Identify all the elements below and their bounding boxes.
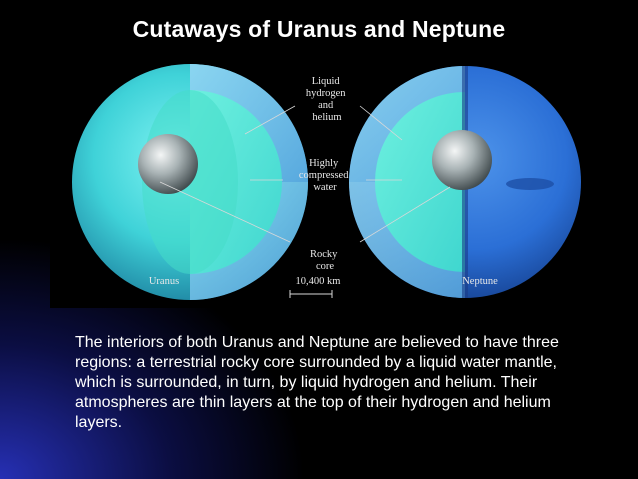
neptune-mantle <box>375 92 465 272</box>
leader-line-core-neptune <box>359 186 451 243</box>
scale-bar-label: 10,400 km <box>296 276 341 287</box>
label-line: and <box>318 100 334 111</box>
leader-line-hydrogen-neptune <box>359 105 403 141</box>
label-line: helium <box>312 112 341 123</box>
label-compressed-water: Highly compressed water <box>299 158 351 193</box>
cutaway-diagram: Liquid hydrogen and helium Highly compre… <box>72 64 581 300</box>
scale-bar <box>289 290 333 298</box>
label-line: Highly <box>309 158 339 169</box>
label-line: Rocky <box>310 249 338 260</box>
label-line: compressed <box>299 170 349 181</box>
label-liquid-hydrogen: Liquid hydrogen and helium <box>306 76 348 123</box>
label-line: Liquid <box>312 76 341 87</box>
caption-paragraph: The interiors of both Uranus and Neptune… <box>75 334 559 431</box>
neptune-core <box>432 130 492 190</box>
slide-title: Cutaways of Uranus and Neptune <box>132 16 506 42</box>
planet-name-neptune: Neptune <box>462 276 498 287</box>
planet-name-uranus: Uranus <box>149 276 179 287</box>
callout-lines <box>159 105 451 243</box>
label-rocky-core: Rocky core <box>310 249 340 272</box>
cutaway-figure: Liquid hydrogen and helium Highly compre… <box>50 62 591 308</box>
neptune-cutaway <box>349 66 581 298</box>
neptune-dark-spot <box>506 178 554 190</box>
uranus-cutaway <box>72 64 308 300</box>
leader-line-core-uranus <box>159 181 291 243</box>
label-line: water <box>313 182 337 193</box>
leader-line-hydrogen-uranus <box>244 105 296 135</box>
label-line: core <box>316 261 334 272</box>
label-line: hydrogen <box>306 88 346 99</box>
uranus-core <box>138 134 198 194</box>
